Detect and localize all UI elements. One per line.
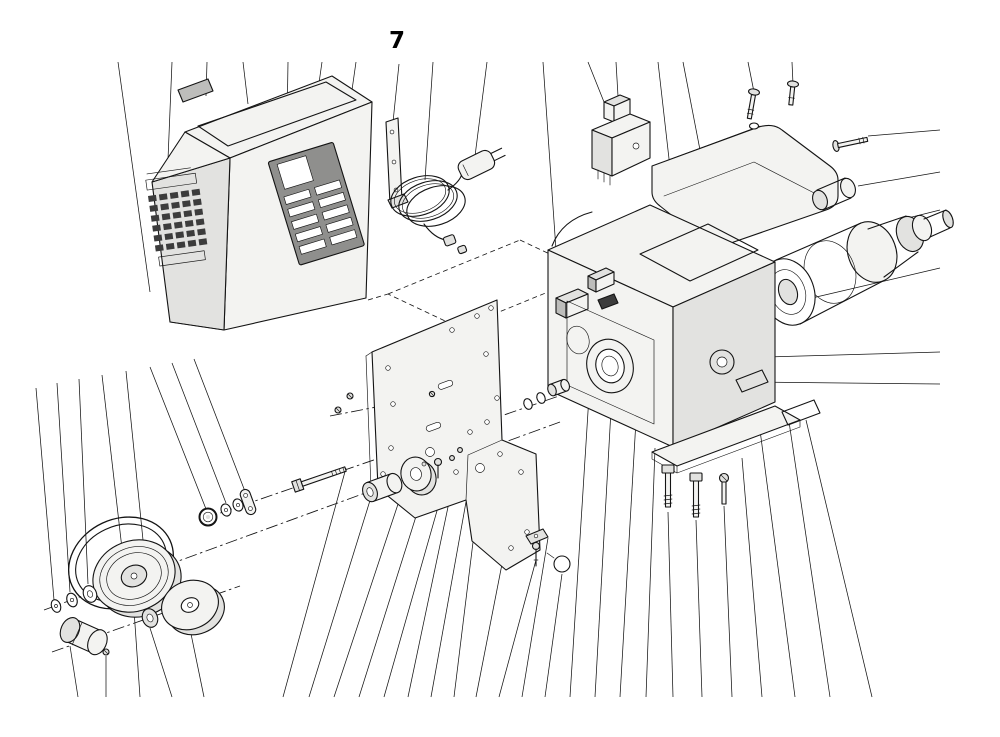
motor-unit (547, 124, 954, 518)
housing-cover (145, 75, 373, 331)
cam-screw (433, 457, 443, 479)
hex-bolt (291, 466, 347, 493)
base-screw (718, 472, 730, 505)
cover-ventilation-grille (145, 167, 208, 267)
power-cord-coil (390, 147, 506, 255)
cover-screw-a (746, 88, 760, 120)
inspection-knob (709, 349, 735, 375)
motor-screw-c (832, 136, 869, 152)
motor-cylinder (760, 177, 954, 326)
mains-plug (457, 147, 506, 181)
knob-cap (546, 552, 571, 573)
rating-label (781, 399, 821, 426)
cover-top-label (177, 78, 214, 103)
coupling-sleeve (59, 617, 108, 656)
fixing-screw (531, 541, 541, 567)
plate-holes (380, 305, 530, 551)
cover-screw-b (786, 80, 800, 106)
spacer-bushing (362, 472, 403, 503)
base-bolt-2 (689, 472, 703, 518)
air-damper (735, 369, 769, 393)
lock-nut (141, 608, 159, 628)
link-plate (239, 488, 257, 516)
on-off-switch (591, 94, 651, 186)
cord-grommet (442, 234, 468, 255)
washer-pair (220, 498, 244, 517)
mounting-plate (334, 299, 541, 571)
tiny-screw-2 (457, 447, 463, 453)
capacitor (812, 177, 856, 211)
ball-bearing (198, 507, 218, 527)
pulley-disc (161, 579, 225, 636)
blower-port (586, 338, 634, 394)
shaft-washers-left (50, 585, 98, 613)
tiny-screw-1 (449, 455, 455, 461)
sleeve-screw (102, 648, 110, 656)
cover-label-panel (267, 142, 365, 266)
cam-disc (400, 456, 437, 496)
terminal-blocks (555, 267, 619, 319)
washer-small (748, 122, 760, 130)
figure-number-label: 7 (389, 28, 406, 54)
clamp-bracket (525, 528, 549, 545)
plate-screws (334, 390, 436, 414)
ignition-connector (597, 293, 619, 310)
mounting-bracket (385, 117, 409, 209)
motor-housing (547, 204, 776, 448)
flywheel-pulley (92, 539, 182, 618)
shaft-washers-right (523, 378, 570, 410)
base-bolt-1 (661, 464, 675, 508)
cover-top-mesh (197, 81, 357, 147)
air-intake-mesh (639, 223, 759, 282)
